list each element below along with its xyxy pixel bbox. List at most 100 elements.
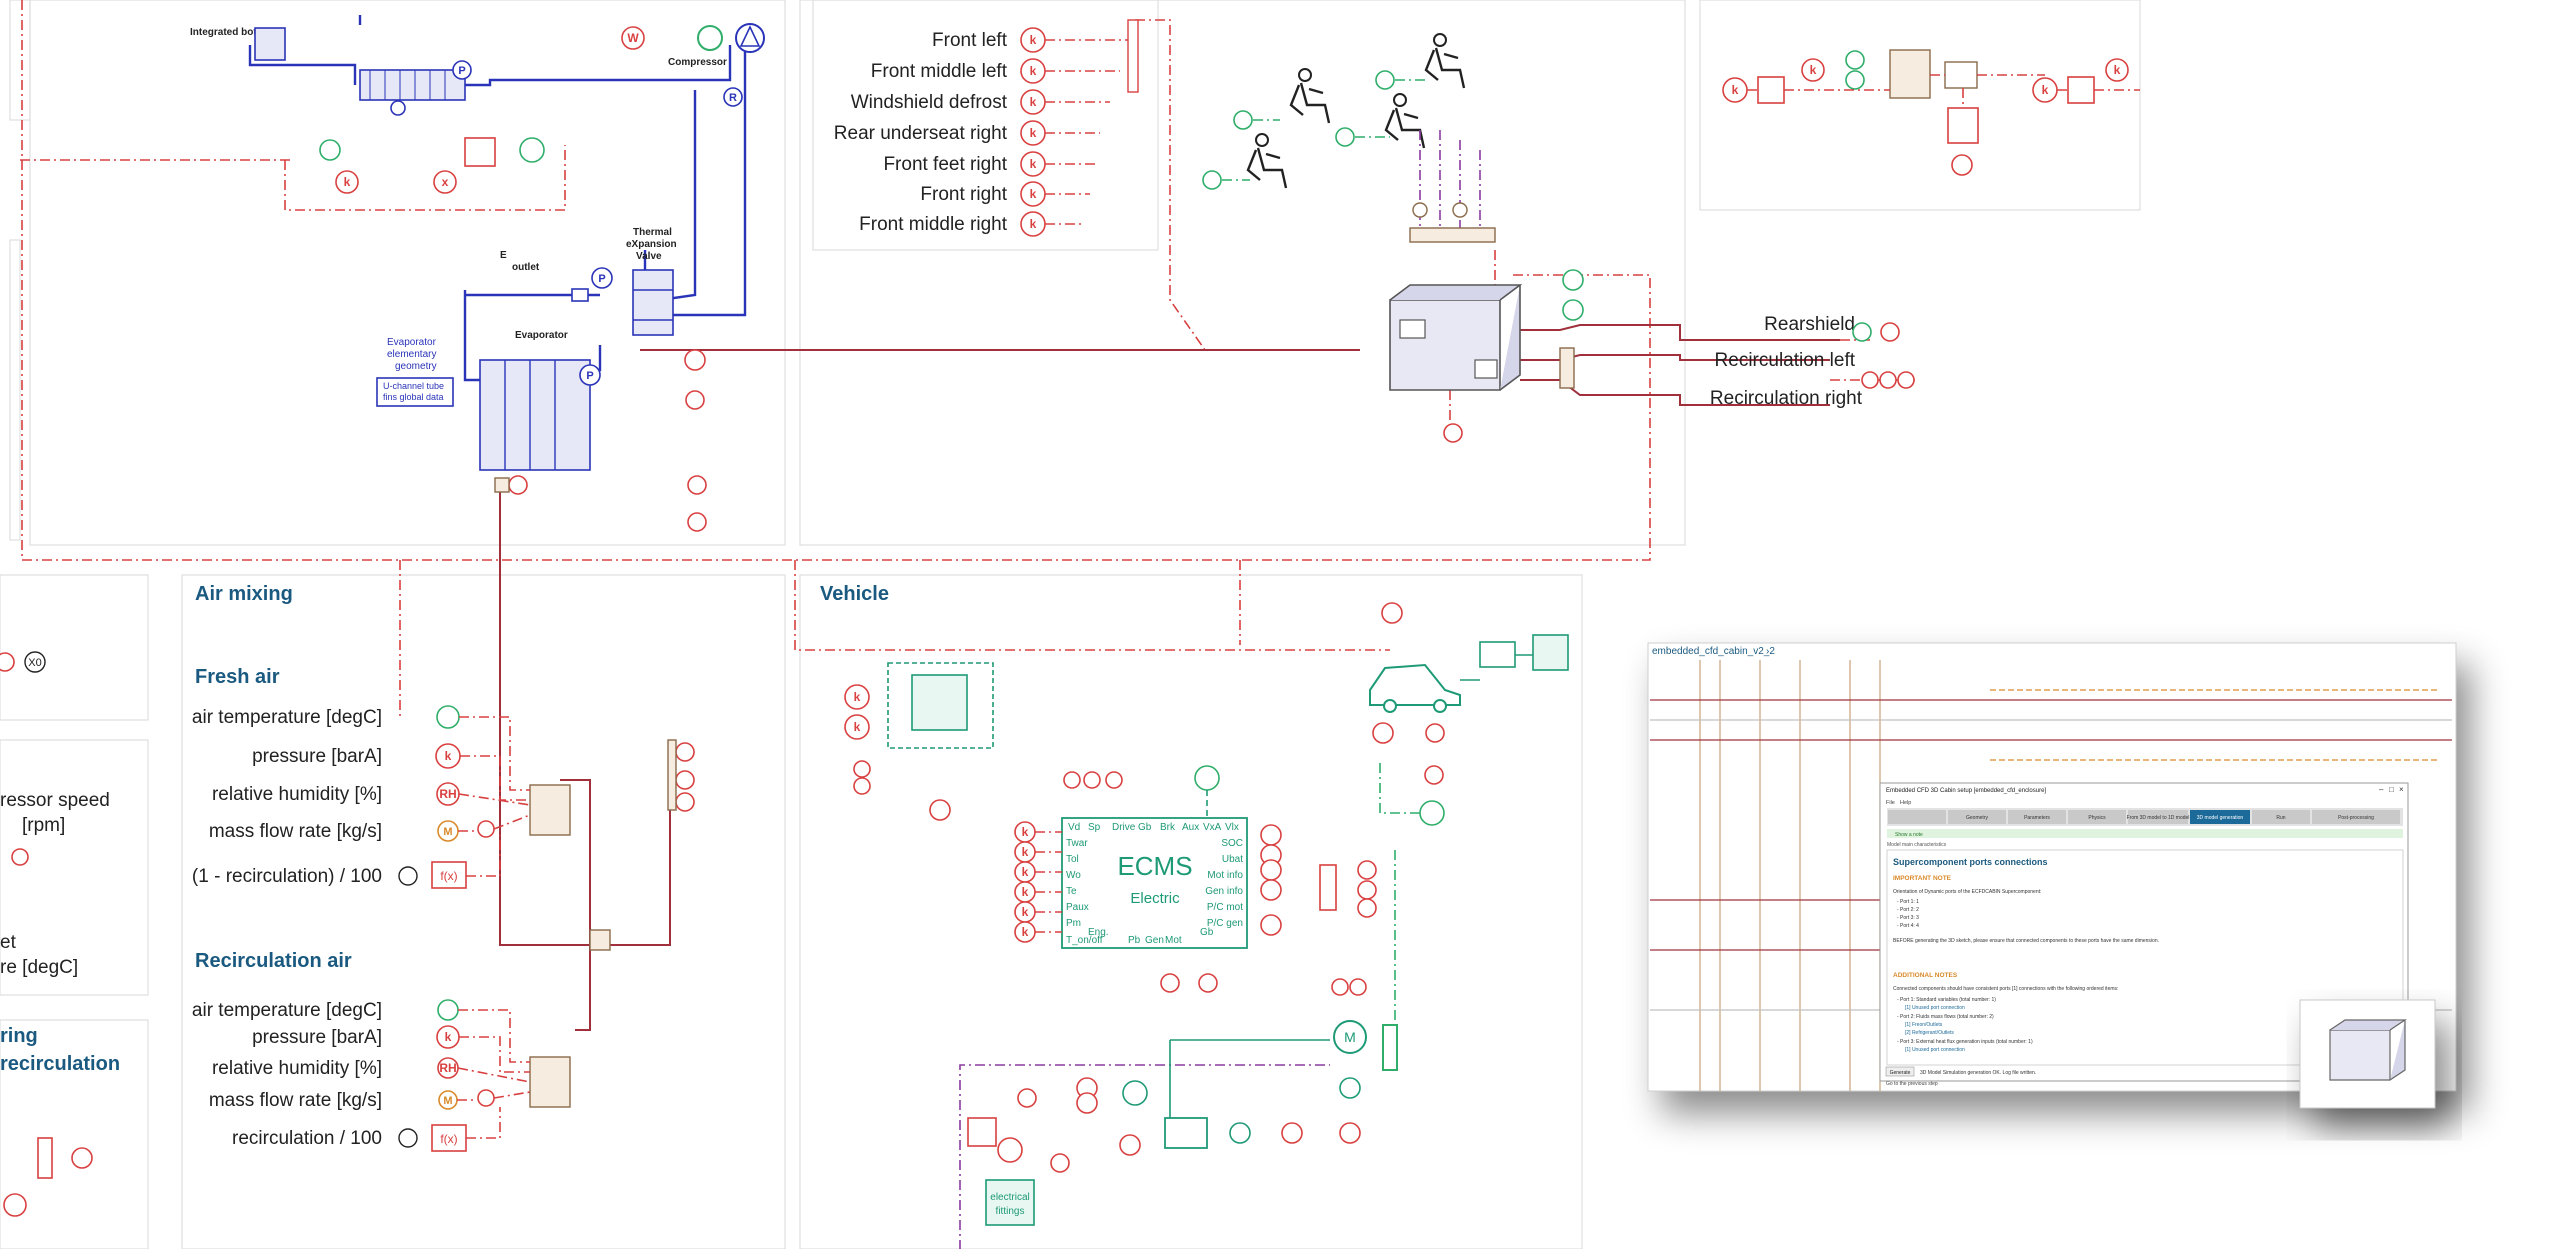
dialog-title: Embedded CFD 3D Cabin setup [embedded_cf…: [1886, 788, 2046, 794]
svg-text:ring: ring: [0, 1025, 38, 1047]
svg-text:k: k: [1030, 187, 1037, 201]
timeline-step[interactable]: [2128, 810, 2188, 824]
svg-text:Mot info: Mot info: [1207, 870, 1243, 881]
vent-row: Front middle left k: [871, 58, 1046, 84]
minimize-icon[interactable]: –: [2379, 785, 2384, 794]
svg-text:k: k: [1030, 64, 1037, 78]
vent-row: Front left k: [932, 27, 1046, 53]
air-mixing-section: Air mixing Fresh air air temperature [de…: [192, 583, 695, 1152]
timeline-step[interactable]: [1948, 810, 2006, 824]
svg-text:Front right: Front right: [920, 184, 1007, 205]
svg-text:Model main characteristics: Model main characteristics: [1887, 842, 1947, 848]
svg-text:Compressor: Compressor: [668, 57, 727, 68]
svg-text:[1] Unused port connection: [1] Unused port connection: [1905, 1047, 1965, 1053]
svg-text:P/C mot: P/C mot: [1207, 902, 1243, 913]
signal-network: [20, 0, 1915, 1031]
svg-text:Front middle right: Front middle right: [859, 214, 1008, 235]
ecms-title: ECMS: [1117, 851, 1192, 881]
svg-text:Sp: Sp: [1088, 822, 1101, 833]
svg-text:relative humidity [%]: relative humidity [%]: [212, 1058, 382, 1079]
generate-button[interactable]: [1885, 1066, 1915, 1077]
svg-text:[1] Unused port connection: [1] Unused port connection: [1905, 1005, 1965, 1011]
svg-text:Gen info: Gen info: [1205, 886, 1243, 897]
timeline-step[interactable]: [2008, 810, 2066, 824]
close-icon[interactable]: ×: [2399, 785, 2404, 794]
svg-text:- Port 4: 4: - Port 4: 4: [1897, 923, 1919, 929]
ecms-subtitle: Electric: [1130, 890, 1180, 907]
timeline-step[interactable]: [2312, 810, 2400, 824]
seated-person-icon: [1424, 33, 1466, 89]
svg-text:X0: X0: [28, 657, 41, 669]
svg-text:BEFORE generating the 3D sketc: BEFORE generating the 3D sketch, please …: [1893, 938, 2159, 944]
svg-text:et: et: [0, 932, 17, 953]
step-timeline: Geometry Parameters Physics From 3D mode…: [1887, 808, 2403, 826]
section-boxes: [0, 0, 2141, 1249]
svg-text:P: P: [598, 273, 605, 285]
svg-text:k: k: [445, 1030, 452, 1044]
svg-text:Parameters: Parameters: [2024, 815, 2050, 821]
svg-text:E: E: [500, 250, 507, 261]
svg-text:f(x): f(x): [440, 1132, 457, 1146]
svg-text:Front feet right: Front feet right: [883, 154, 1007, 175]
svg-text:Run: Run: [2276, 815, 2285, 821]
svg-text:pressure [barA]: pressure [barA]: [252, 746, 382, 767]
svg-text:P/C gen: P/C gen: [1207, 918, 1243, 929]
occupant-icons: [1202, 33, 1496, 243]
svg-text:Valve: Valve: [636, 251, 662, 262]
svg-text:P: P: [586, 370, 593, 382]
svg-text:Drive: Drive: [1112, 822, 1136, 833]
vehicle-title: Vehicle: [820, 583, 889, 605]
svg-text:k: k: [1022, 925, 1029, 939]
embedded-screenshot: embedded_cfd_cabin_v2_2 › Embedded CFD 3…: [1647, 642, 2457, 1109]
vent-row: Front right k: [920, 181, 1046, 207]
chevron-right-icon: ›: [1766, 646, 1769, 657]
svg-text:Geometry: Geometry: [1966, 815, 1988, 821]
recirculation-left-label: Recirculation left: [1715, 350, 1856, 371]
svg-text:f(x): f(x): [440, 869, 457, 883]
svg-text:Eng.: Eng.: [1088, 927, 1109, 938]
svg-text:Rear underseat right: Rear underseat right: [834, 123, 1008, 144]
svg-text:- Port 2: Fluids mass flows (t: - Port 2: Fluids mass flows (total numbe…: [1897, 1014, 1994, 1020]
svg-text:Pb: Pb: [1128, 935, 1141, 946]
vehicle-section: Vehicle k k ECMS Electric Vd Sp Drive Gb…: [820, 583, 1569, 1249]
svg-text:W: W: [627, 31, 639, 45]
svg-text:k: k: [344, 175, 351, 189]
svg-text:Orientation of Dynamic ports o: Orientation of Dynamic ports of the ECFD…: [1893, 889, 2041, 895]
vent-row: Windshield defrost k: [851, 89, 1046, 115]
svg-text:M: M: [1344, 1029, 1356, 1045]
svg-text:k: k: [1732, 83, 1739, 97]
previous-step-link[interactable]: Go to the previous step: [1886, 1081, 1938, 1087]
cabin-outlets: Rearshield Recirculation left Recirculat…: [1710, 314, 1915, 409]
svg-text:Te: Te: [1066, 886, 1077, 897]
integrated-bottle: Integrated bottle: [190, 27, 286, 61]
help-menu[interactable]: Help: [1900, 800, 1911, 806]
setup-dialog: Embedded CFD 3D Cabin setup [embedded_cf…: [1879, 782, 2409, 1087]
svg-text:mass flow rate [kg/s]: mass flow rate [kg/s]: [209, 1090, 382, 1111]
cabin-cube-icon: [1389, 269, 1584, 443]
svg-text:fittings: fittings: [996, 1206, 1025, 1217]
timeline-step[interactable]: [2068, 810, 2126, 824]
svg-text:Thermal: Thermal: [633, 227, 672, 238]
cabin-thumbnail: [2299, 999, 2436, 1109]
top-right-block: k k k k: [1722, 49, 2140, 176]
note-bar[interactable]: Show a note: [1895, 832, 1923, 838]
maximize-icon[interactable]: □: [2389, 785, 2394, 794]
svg-text:Ubat: Ubat: [1222, 854, 1243, 865]
vent-row: Front feet right k: [883, 151, 1046, 177]
timeline-step-active[interactable]: [2190, 810, 2250, 824]
svg-text:Vlx: Vlx: [1225, 822, 1239, 833]
svg-text:pressure [barA]: pressure [barA]: [252, 1027, 382, 1048]
recirculation-right-label: Recirculation right: [1710, 388, 1863, 409]
svg-text:k: k: [1022, 865, 1029, 879]
svg-text:3D model generation: 3D model generation: [2197, 815, 2244, 821]
timeline-step[interactable]: [2252, 810, 2310, 824]
recirc-air-rows: air temperature [degC] pressure [barA] r…: [192, 1000, 382, 1149]
file-menu[interactable]: File: [1886, 800, 1895, 806]
rearshield-label: Rearshield: [1764, 314, 1855, 335]
svg-text:k: k: [1030, 157, 1037, 171]
car-icon: [1369, 663, 1461, 713]
svg-text:RH: RH: [439, 1061, 456, 1075]
timeline-step[interactable]: [1888, 810, 1946, 824]
svg-text:mass flow rate [kg/s]: mass flow rate [kg/s]: [209, 821, 382, 842]
compressor: W Compressor R: [621, 23, 765, 107]
